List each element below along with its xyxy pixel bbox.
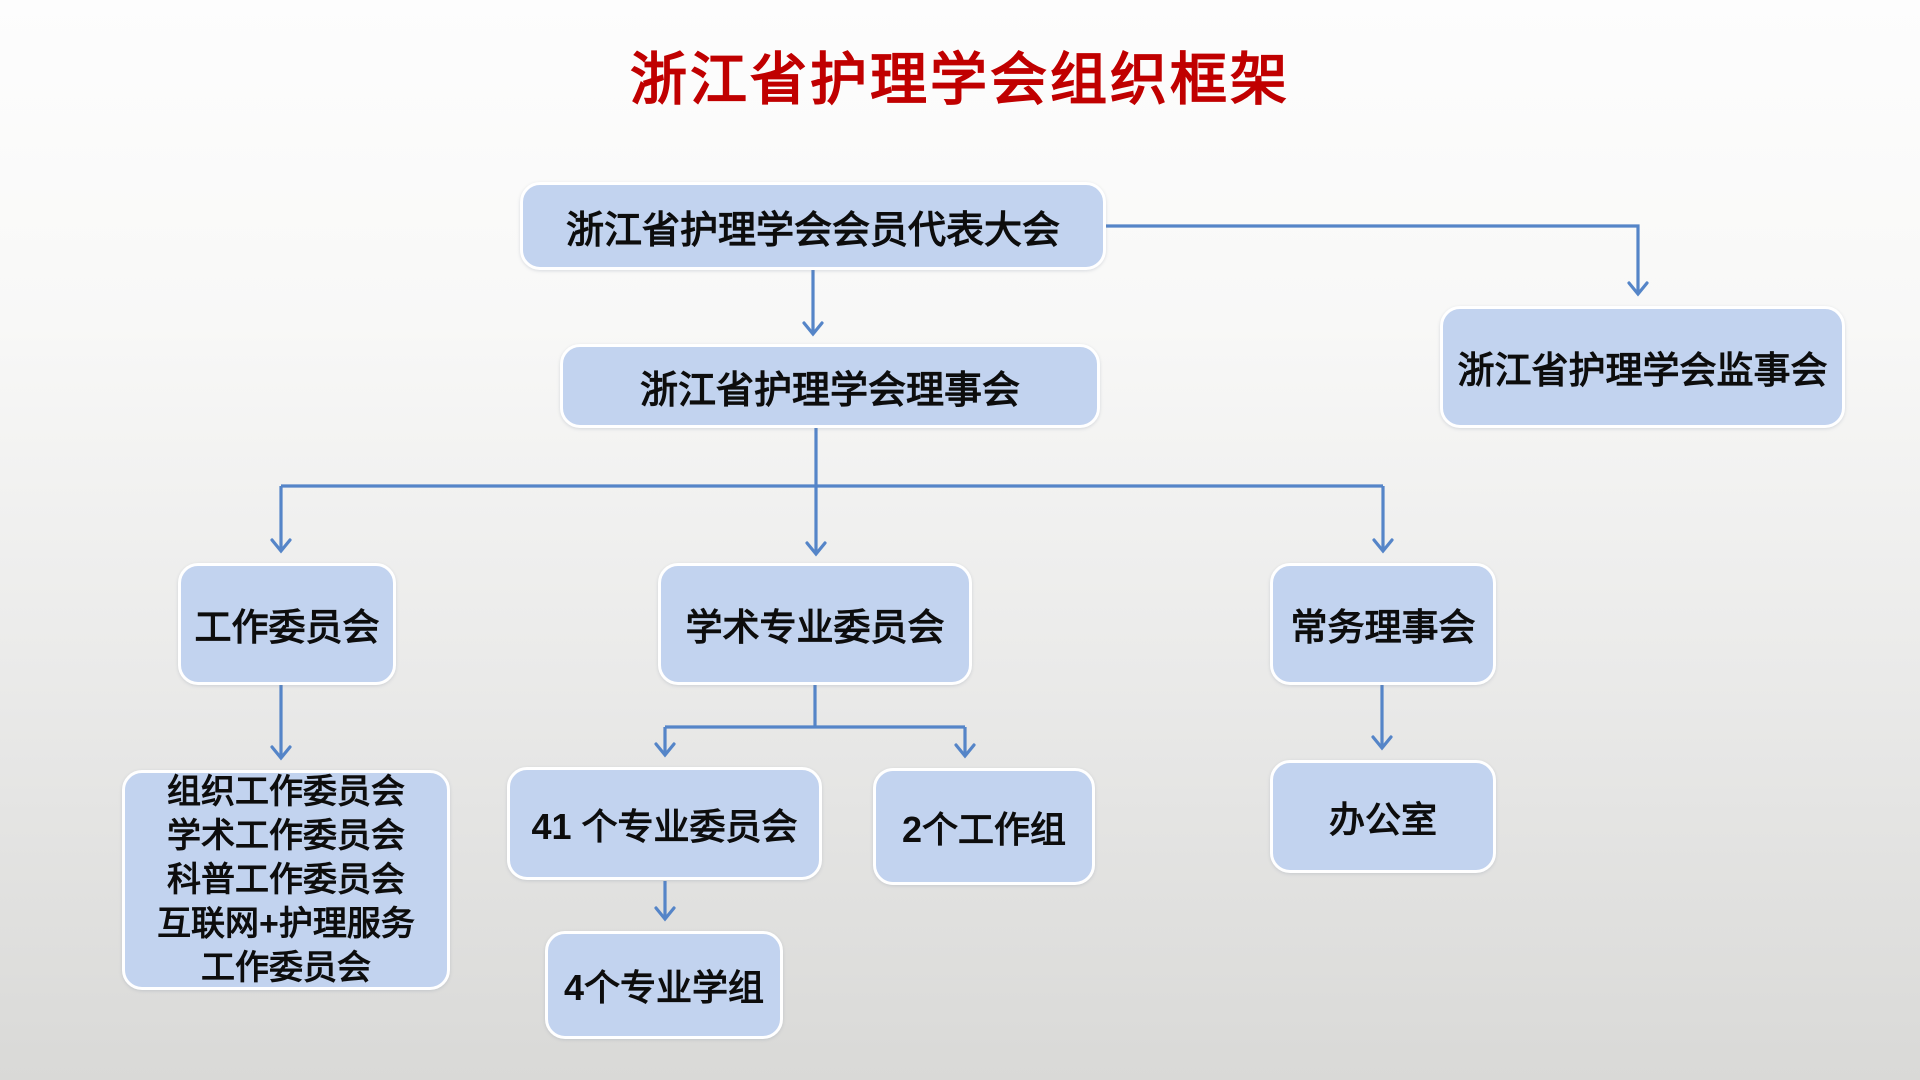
org-box-label: 工作委员会 bbox=[194, 607, 380, 648]
list-line: 工作委员会 bbox=[200, 949, 371, 987]
list-line: 组织工作委员会 bbox=[166, 773, 405, 811]
org-box-label: 41 个专业委员会 bbox=[531, 805, 798, 847]
org-box-label: 学术专业委员会 bbox=[685, 607, 945, 648]
list-line: 科普工作委员会 bbox=[166, 861, 405, 899]
list-line: 学术工作委员会 bbox=[166, 817, 405, 855]
org-box-label: 常务理事会 bbox=[1290, 607, 1476, 648]
org-box-member-congress: 浙江省护理学会会员代表大会 bbox=[520, 182, 1106, 270]
org-box-label: 浙江省护理学会监事会 bbox=[1457, 350, 1828, 391]
diagram-title: 浙江省护理学会组织框架 bbox=[630, 48, 1290, 112]
org-box-label: 组织工作委员会 学术工作委员会 科普工作委员会 互联网+护理服务 工作委员会 bbox=[157, 770, 415, 990]
org-box-label: 浙江省护理学会会员代表大会 bbox=[565, 209, 1060, 252]
connector-congress-supervisory bbox=[1106, 224, 1649, 297]
org-box-work-committee: 工作委员会 bbox=[178, 563, 396, 685]
list-line: 互联网+护理服务 bbox=[157, 905, 415, 943]
org-box-label: 4个专业学组 bbox=[563, 967, 765, 1008]
org-box-work-committee-list: 组织工作委员会 学术工作委员会 科普工作委员会 互联网+护理服务 工作委员会 bbox=[122, 770, 450, 990]
org-box-office: 办公室 bbox=[1270, 760, 1496, 873]
org-box-academic-committee: 学术专业委员会 bbox=[658, 563, 972, 685]
org-box-specialty-committees: 41 个专业委员会 bbox=[507, 767, 822, 880]
org-box-standing-council: 常务理事会 bbox=[1270, 563, 1496, 685]
org-box-supervisory-board: 浙江省护理学会监事会 bbox=[1440, 306, 1845, 428]
org-box-label: 办公室 bbox=[1328, 798, 1437, 840]
org-box-specialty-groups: 4个专业学组 bbox=[545, 931, 783, 1039]
org-box-council: 浙江省护理学会理事会 bbox=[560, 344, 1100, 428]
org-box-label: 浙江省护理学会理事会 bbox=[639, 369, 1020, 412]
org-box-work-groups: 2个工作组 bbox=[873, 768, 1095, 885]
org-box-label: 2个工作组 bbox=[901, 808, 1067, 850]
